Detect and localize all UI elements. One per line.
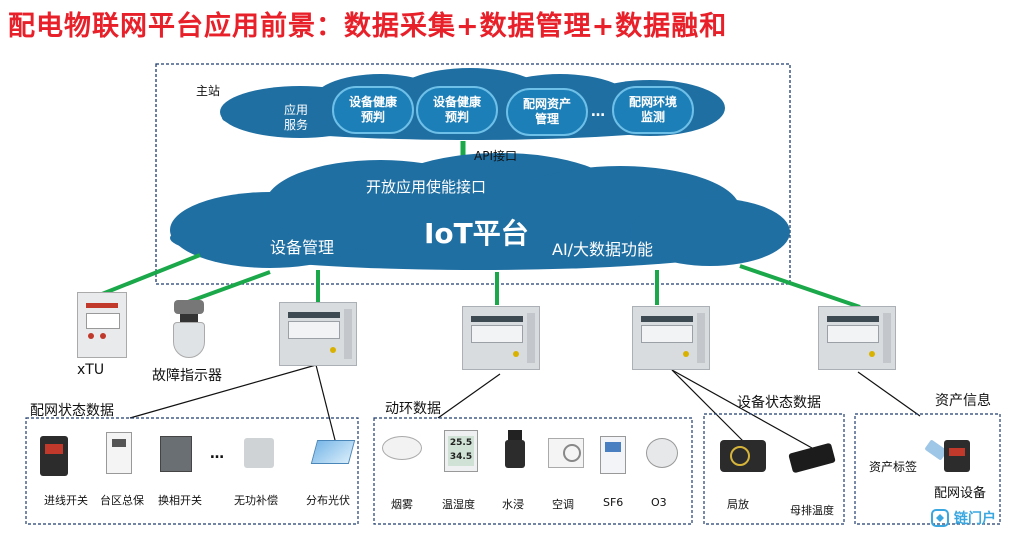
master-station-label: 主站 bbox=[196, 84, 221, 98]
sf6-sensor-icon bbox=[600, 436, 626, 474]
terminal-unit-2-icon bbox=[462, 306, 540, 370]
smoke-detector-icon bbox=[382, 436, 422, 460]
terminal-unit-4-icon bbox=[818, 306, 896, 370]
iot-device-mgmt: 设备管理 bbox=[270, 238, 335, 257]
phase-switch-icon bbox=[160, 436, 192, 472]
env-item-5: SF6 bbox=[603, 496, 624, 509]
watermark: 链门户 bbox=[930, 506, 996, 530]
app-service-label: 应用服务 bbox=[283, 103, 308, 132]
env-item-6: O3 bbox=[651, 496, 667, 509]
incoming-switch-icon bbox=[40, 436, 68, 476]
grid-item-5: 分布光伏 bbox=[306, 494, 350, 507]
asset-label: 资产信息 bbox=[935, 393, 991, 409]
env-item-3: 水浸 bbox=[502, 498, 524, 511]
app-pill-4[interactable]: 配网环境监测 bbox=[612, 86, 694, 134]
app-pill-2[interactable]: 设备健康预判 bbox=[416, 86, 498, 134]
api-label: API接口 bbox=[474, 149, 517, 163]
page-title: 配电物联网平台应用前景：数据采集+数据管理+数据融和 bbox=[8, 11, 728, 42]
env-item-1: 烟雾 bbox=[391, 498, 413, 511]
xtu-cabinet-icon bbox=[77, 292, 127, 358]
environment-box bbox=[373, 417, 693, 525]
partial-discharge-sensor-icon bbox=[720, 440, 766, 472]
master-station-box bbox=[155, 63, 791, 285]
app-pill-1[interactable]: 设备健康预判 bbox=[332, 86, 414, 134]
thermo-hygrometer-icon: 25.5 34.5 bbox=[444, 430, 478, 472]
app-pill-3[interactable]: 配网资产管理 bbox=[506, 88, 588, 136]
fault-indicator-label: 故障指示器 bbox=[152, 368, 222, 384]
equipment-status-label: 设备状态数据 bbox=[737, 395, 821, 411]
temperature-reading: 25.5 bbox=[449, 438, 473, 448]
terminal-unit-1-icon bbox=[279, 302, 357, 366]
terminal-unit-3-icon bbox=[632, 306, 710, 370]
water-immersion-icon bbox=[502, 430, 528, 472]
watermark-logo-icon bbox=[931, 509, 949, 527]
asset-box bbox=[854, 413, 1001, 525]
equip-item-1: 局放 bbox=[727, 498, 749, 511]
environment-label: 动环数据 bbox=[385, 401, 441, 417]
grid-ellipsis: … bbox=[210, 446, 224, 462]
area-protector-icon bbox=[106, 432, 132, 474]
grid-status-box bbox=[25, 417, 359, 525]
humidity-reading: 34.5 bbox=[449, 452, 473, 462]
iot-platform-title: IoT平台 bbox=[424, 217, 529, 250]
iot-cloud bbox=[170, 153, 790, 270]
iot-enable-interface: 开放应用使能接口 bbox=[366, 178, 487, 196]
xtu-label: xTU bbox=[77, 362, 105, 378]
fault-indicator-icon bbox=[170, 300, 208, 360]
equip-item-2: 母排温度 bbox=[790, 504, 834, 517]
green-links bbox=[101, 253, 861, 309]
iot-ai-bigdata: AI/大数据功能 bbox=[552, 240, 654, 259]
grid-item-1: 进线开关 bbox=[44, 494, 88, 507]
ozone-sensor-icon bbox=[646, 438, 678, 468]
air-conditioner-icon bbox=[548, 438, 584, 468]
watermark-text: 链门户 bbox=[954, 511, 996, 527]
grid-item-2: 台区总保 bbox=[100, 494, 144, 507]
black-connectors bbox=[129, 364, 921, 449]
env-item-4: 空调 bbox=[552, 498, 574, 511]
env-item-2: 温湿度 bbox=[442, 498, 475, 511]
grid-item-4: 无功补偿 bbox=[234, 494, 278, 507]
app-ellipsis: … bbox=[591, 104, 605, 120]
asset-item-1: 资产标签 bbox=[869, 460, 918, 474]
grid-item-3: 换相开关 bbox=[158, 494, 202, 507]
reactive-compensation-icon bbox=[244, 438, 274, 468]
asset-item-2: 配网设备 bbox=[934, 486, 987, 501]
solar-panel-icon bbox=[310, 440, 356, 464]
asset-tag-icon bbox=[924, 439, 970, 472]
equipment-status-box bbox=[703, 413, 845, 525]
grid-status-label: 配网状态数据 bbox=[30, 403, 114, 419]
